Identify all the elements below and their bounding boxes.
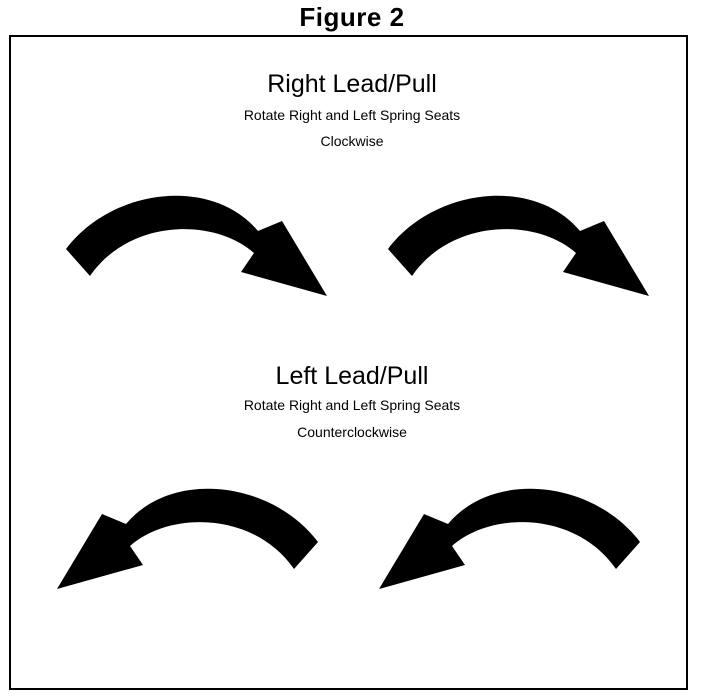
clockwise-arrow-left-icon [66,195,327,296]
counterclockwise-arrow-left-icon [57,488,318,589]
right-lead-pull-direction: Clockwise [320,133,384,149]
left-lead-pull-instruction: Rotate Right and Left Spring Seats [243,397,461,413]
counterclockwise-arrow-right-icon [379,488,640,589]
figure-title: Figure 2 [299,2,405,32]
right-lead-pull-heading: Right Lead/Pull [267,70,437,98]
figure-frame [9,35,688,690]
left-lead-pull-direction: Counterclockwise [297,424,407,440]
left-lead-pull-heading: Left Lead/Pull [275,362,429,390]
right-lead-pull-instruction: Rotate Right and Left Spring Seats [243,107,461,123]
clockwise-arrow-right-icon [388,195,649,296]
